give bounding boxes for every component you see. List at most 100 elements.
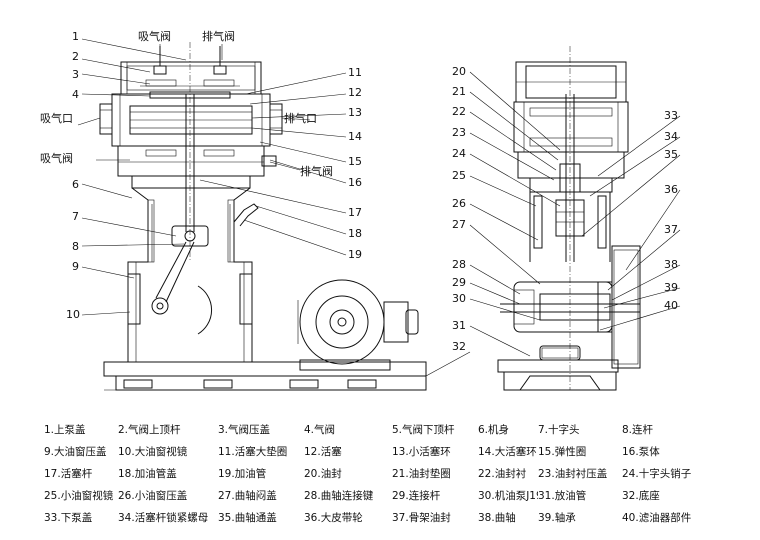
callout-26: 26 bbox=[452, 197, 466, 210]
callout-21: 21 bbox=[452, 85, 466, 98]
legend-item: 21.油封垫圈 bbox=[392, 467, 451, 480]
side-section-view bbox=[497, 46, 641, 391]
frame bbox=[127, 187, 253, 363]
callout-2: 2 bbox=[72, 50, 79, 63]
legend-item: 23.油封衬压盖 bbox=[538, 467, 608, 480]
parts-legend: 1.上泵盖 2.气阀上顶杆 3.气阀压盖 4.气阀 5.气阀下顶杆 6.机身 7.十字头 8.… bbox=[44, 418, 744, 528]
legend-item: 29.连接杆 bbox=[392, 489, 441, 502]
callout-33: 33 bbox=[664, 109, 678, 122]
base bbox=[103, 361, 427, 377]
legend-item: 33.下泵盖 bbox=[44, 511, 93, 524]
exhaust-port-label: 排气口 bbox=[284, 111, 317, 125]
front-section-view bbox=[99, 42, 427, 391]
legend-item: 24.十字头销子 bbox=[622, 467, 692, 480]
callout-32: 32 bbox=[452, 340, 466, 353]
legend-item: 27.曲轴闷盖 bbox=[218, 489, 277, 502]
callout-numbers: 1 2 3 4 6 7 8 9 10 11 12 13 14 15 16 17 … bbox=[66, 30, 678, 353]
legend-item: 17.活塞杆 bbox=[44, 467, 93, 480]
legend-item: 5.气阀下顶杆 bbox=[392, 423, 455, 436]
callout-36: 36 bbox=[664, 183, 678, 196]
callout-25: 25 bbox=[452, 169, 466, 182]
pump-assembly-drawing: 1 2 3 4 6 7 8 9 10 11 12 13 14 15 16 17 … bbox=[40, 29, 681, 391]
legend-item: 38.曲轴 bbox=[478, 511, 516, 524]
callout-31: 31 bbox=[452, 319, 466, 332]
upper-pump-cover bbox=[120, 61, 262, 95]
intake-valve-label-bottom: 吸气阀 bbox=[40, 151, 73, 165]
legend-item: 13.小活塞环 bbox=[392, 445, 451, 458]
legend-item: 35.曲轴通盖 bbox=[218, 511, 277, 524]
callout-17: 17 bbox=[348, 206, 362, 219]
legend-item: 6.机身 bbox=[478, 423, 510, 436]
intake-valve-label-top: 吸气阀 bbox=[138, 29, 171, 43]
legend-item: 2.气阀上顶杆 bbox=[118, 423, 181, 436]
legend-item: 4.气阀 bbox=[304, 423, 336, 436]
callout-7: 7 bbox=[72, 210, 79, 223]
crosshead bbox=[171, 225, 209, 247]
callout-3: 3 bbox=[72, 68, 79, 81]
intake-port-label: 吸气口 bbox=[40, 111, 73, 125]
legend-item: 30.机油泵J195 bbox=[478, 489, 538, 502]
legend-item: 36.大皮带轮 bbox=[304, 511, 363, 524]
legend-item: 19.加油管 bbox=[218, 467, 267, 480]
legend-item: 32.底座 bbox=[622, 489, 660, 502]
callout-24: 24 bbox=[452, 147, 466, 160]
legend-item: 3.气阀压盖 bbox=[218, 423, 271, 436]
callout-29: 29 bbox=[452, 276, 466, 289]
legend-item: 9.大油窗压盖 bbox=[44, 445, 107, 458]
legend-row: 33.下泵盖 34.活塞杆锁紧螺母 35.曲轴通盖 36.大皮带轮 37.骨架油封 38.… bbox=[44, 506, 744, 528]
callout-12: 12 bbox=[348, 86, 362, 99]
callout-22: 22 bbox=[452, 105, 466, 118]
legend-item: 16.泵体 bbox=[622, 445, 660, 458]
legend-item: 39.轴承 bbox=[538, 511, 576, 524]
callout-15: 15 bbox=[348, 155, 362, 168]
callout-9: 9 bbox=[72, 260, 79, 273]
legend-item: 1.上泵盖 bbox=[44, 423, 86, 436]
exhaust-valve-label-bottom: 排气阀 bbox=[300, 164, 333, 178]
legend-item: 8.连杆 bbox=[622, 423, 654, 436]
callout-38: 38 bbox=[664, 258, 678, 271]
callout-20: 20 bbox=[452, 65, 466, 78]
callout-35: 35 bbox=[664, 148, 678, 161]
callout-10: 10 bbox=[66, 308, 80, 321]
legend-item: 26.小油窗压盖 bbox=[118, 489, 188, 502]
callout-39: 39 bbox=[664, 281, 678, 294]
legend-item: 12.活塞 bbox=[304, 445, 342, 458]
legend-item: 28.曲轴连接键 bbox=[304, 489, 374, 502]
callout-19: 19 bbox=[348, 248, 362, 261]
callout-16: 16 bbox=[348, 176, 362, 189]
leader-lines bbox=[77, 38, 681, 377]
callout-1: 1 bbox=[72, 30, 79, 43]
callout-13: 13 bbox=[348, 106, 362, 119]
legend-item: 31.放油管 bbox=[538, 489, 587, 502]
legend-item: 7.十字头 bbox=[538, 423, 580, 436]
callout-37: 37 bbox=[664, 223, 678, 236]
callout-8: 8 bbox=[72, 240, 79, 253]
legend-row: 9.大油窗压盖 10.大油窗视镜 11.活塞大垫圈 12.活塞 13.小活塞环 14.大活… bbox=[44, 440, 744, 462]
callout-34: 34 bbox=[664, 130, 678, 143]
motor bbox=[297, 279, 419, 371]
callout-6: 6 bbox=[72, 178, 79, 191]
legend-item: 14.大活塞环 bbox=[478, 445, 537, 458]
callout-40: 40 bbox=[664, 299, 678, 312]
callout-18: 18 bbox=[348, 227, 362, 240]
legend-item: 10.大油窗视镜 bbox=[118, 445, 188, 458]
callout-11: 11 bbox=[348, 66, 362, 79]
legend-item: 20.油封 bbox=[304, 467, 342, 480]
legend-row: 1.上泵盖 2.气阀上顶杆 3.气阀压盖 4.气阀 5.气阀下顶杆 6.机身 7.十字头 8.… bbox=[44, 418, 744, 440]
legend-item: 25.小油窗视镜 bbox=[44, 489, 114, 502]
flow-annotations: 吸气阀 排气阀 吸气口 吸气阀 排气口 排气阀 bbox=[40, 29, 333, 178]
callout-4: 4 bbox=[72, 88, 79, 101]
legend-item: 11.活塞大垫圈 bbox=[218, 445, 288, 458]
callout-23: 23 bbox=[452, 126, 466, 139]
callout-30: 30 bbox=[452, 292, 466, 305]
legend-item: 15.弹性圈 bbox=[538, 445, 587, 458]
legend-item: 40.滤油器部件 bbox=[622, 511, 692, 524]
callout-27: 27 bbox=[452, 218, 466, 231]
exhaust-valve-label-top: 排气阀 bbox=[202, 29, 235, 43]
legend-item: 34.活塞杆锁紧螺母 bbox=[118, 511, 209, 524]
callout-28: 28 bbox=[452, 258, 466, 271]
legend-item: 37.骨架油封 bbox=[392, 511, 451, 524]
legend-row: 25.小油窗视镜 26.小油窗压盖 27.曲轴闷盖 28.曲轴连接键 29.连接杆 30.… bbox=[44, 484, 744, 506]
callout-14: 14 bbox=[348, 130, 362, 143]
